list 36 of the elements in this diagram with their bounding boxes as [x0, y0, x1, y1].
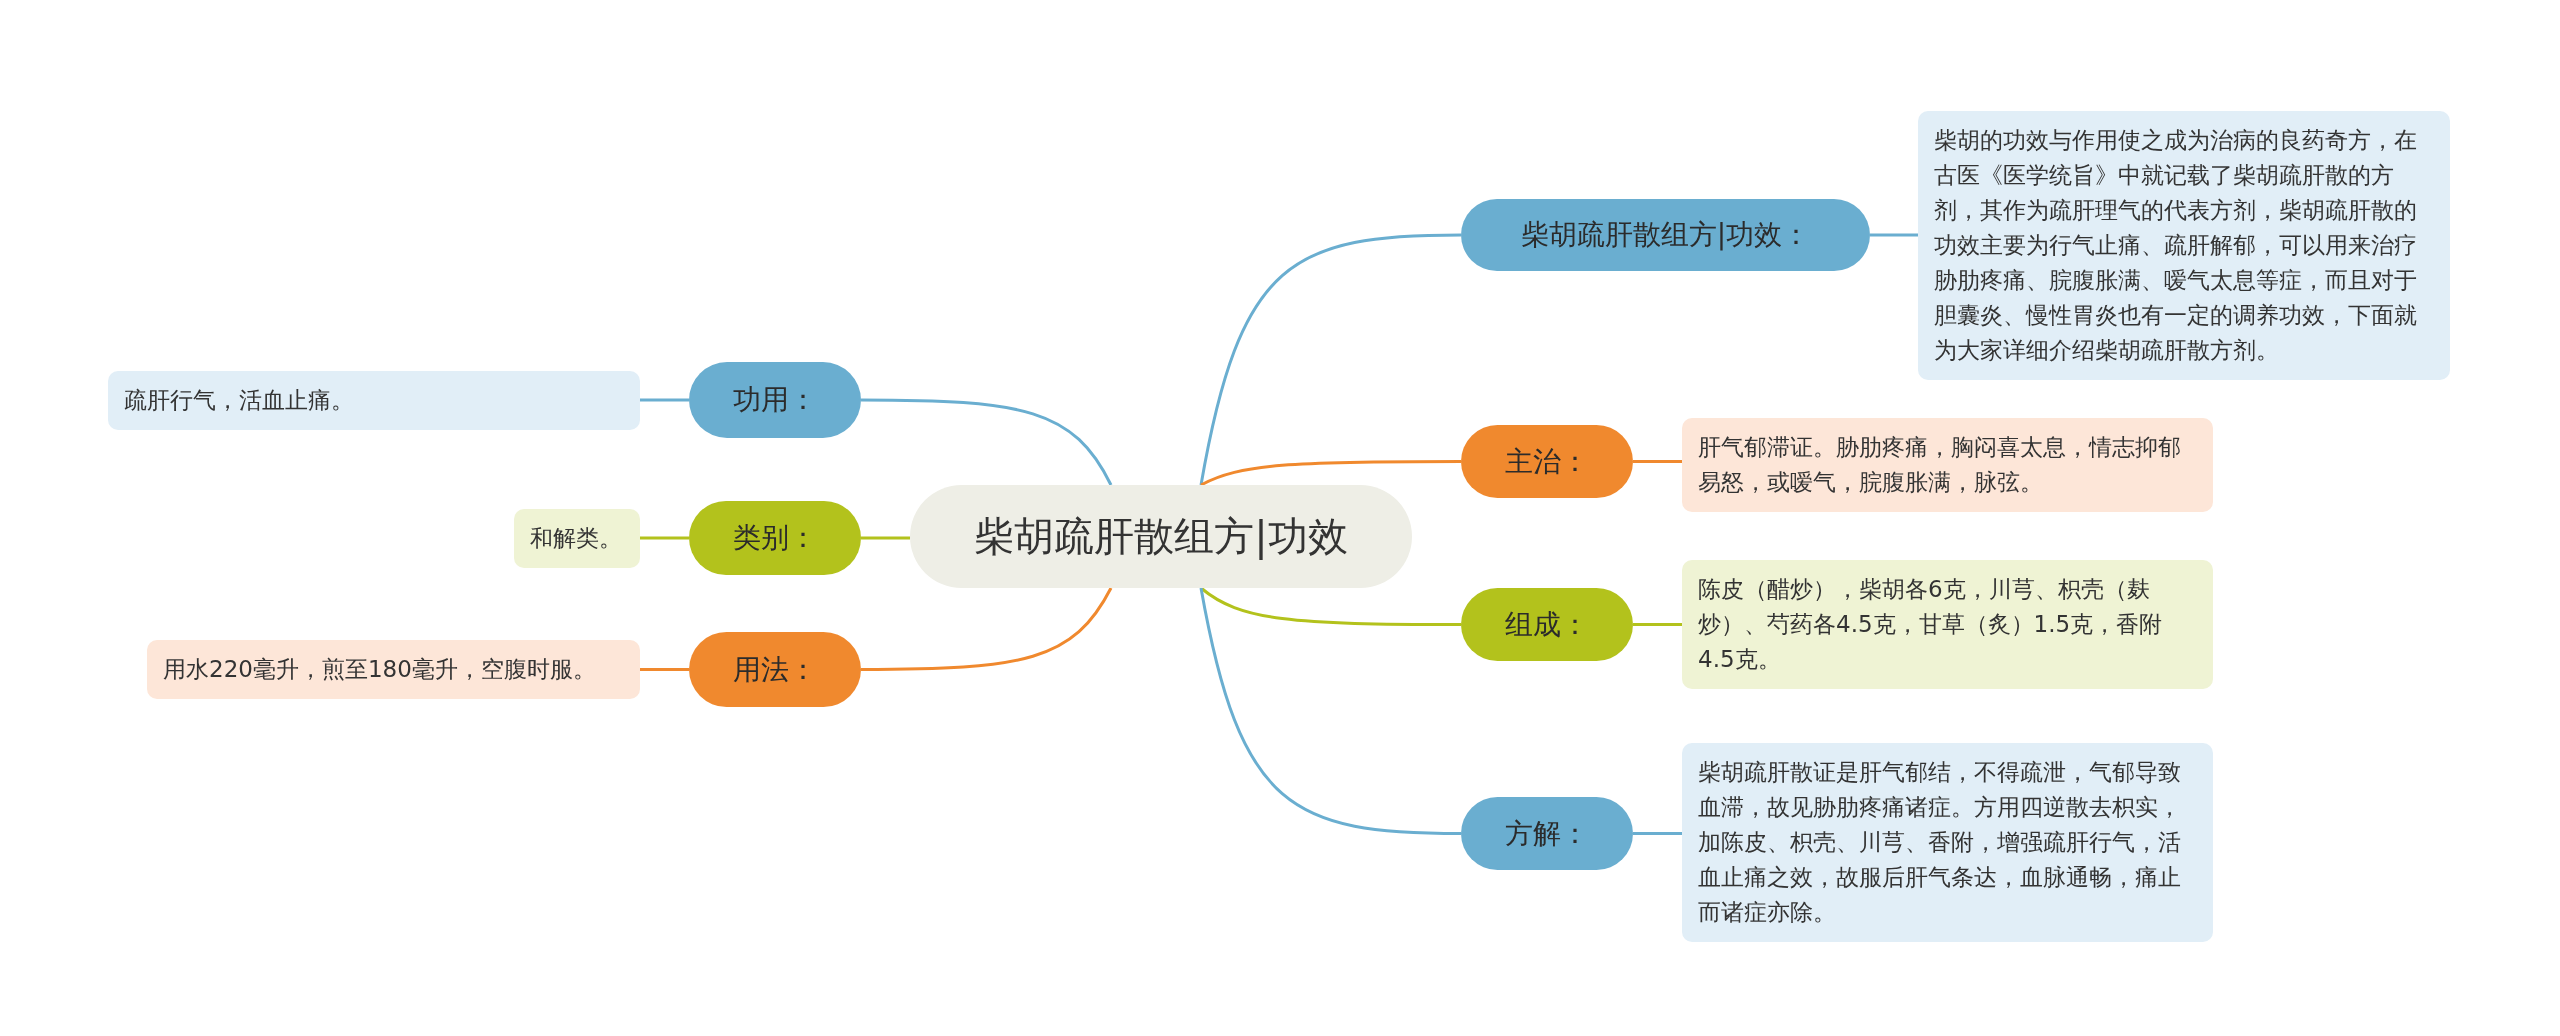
note-box — [108, 371, 640, 430]
connector-line — [640, 536, 689, 540]
note-box — [1682, 418, 2213, 512]
connector-line — [861, 398, 1113, 486]
connector-line — [1199, 587, 1462, 835]
note-text: 柴胡的功效与作用使之成为治病的良药奇方，在古医《医学统旨》中就记载了柴胡疏肝散的方剂，其作为疏肝理气的代表方剂，柴胡疏肝散的功效主要为行气止痛、疏肝解郁，可以用来治疗胁肋疼痛、脘腹胀满、嗳气太息等症，而且对于胆囊炎、慢性胃炎也有一定的调养功效，下面就为大家详细介绍柴胡疏肝散方剂。 — [1934, 127, 2417, 363]
note-box — [1682, 560, 2213, 689]
connector-line — [1200, 586, 1461, 626]
note-text: 肝气郁滞证。胁肋疼痛，胸闷喜太息，情志抑郁易怒，或嗳气，脘腹胀满，脉弦。 — [1698, 434, 2181, 495]
connector-line — [861, 536, 910, 540]
topic-label: 功用： — [733, 382, 817, 418]
topic-label: 方解： — [1505, 815, 1589, 852]
note-text: 和解类。 — [530, 525, 622, 551]
note-box — [514, 509, 640, 568]
note-text: 柴胡疏肝散证是肝气郁结，不得疏泄，气郁导致血滞，故见胁肋疼痛诸症。方用四逆散去枳实，加陈皮、枳壳、川芎、香附，增强疏肝行气，活血止痛之效，故服后肝气条达，血脉通畅，痛止而诸症亦除。 — [1698, 759, 2181, 925]
connector-line — [640, 668, 689, 671]
connector-line — [1633, 832, 1682, 835]
topic-label: 用法： — [733, 651, 817, 688]
note-box — [1682, 743, 2213, 942]
note-text: 用水220毫升，煎至180毫升，空腹时服。 — [163, 656, 596, 682]
connector-line — [861, 587, 1113, 671]
note-box — [147, 640, 640, 699]
note-text: 疏肝行气，活血止痛。 — [124, 387, 354, 413]
note-box — [1918, 111, 2450, 380]
topic-label: 类别： — [733, 520, 817, 556]
connector-line — [1199, 233, 1462, 486]
note-text: 陈皮（醋炒），柴胡各6克，川芎、枳壳（麸炒）、芍药各4.5克，甘草（炙）1.5克，香附4.5克。 — [1698, 576, 2163, 672]
connector-line — [640, 398, 689, 402]
connector-line — [1870, 233, 1918, 237]
connector-line — [1633, 623, 1682, 626]
connector-line — [1200, 460, 1461, 487]
topic-label: 主治： — [1505, 443, 1589, 480]
central-topic-label: 柴胡疏肝散组方|功效 — [974, 512, 1348, 562]
connector-line — [1633, 460, 1682, 463]
topic-label: 柴胡疏肝散组方|功效： — [1520, 217, 1811, 253]
topic-label: 组成： — [1505, 606, 1589, 643]
